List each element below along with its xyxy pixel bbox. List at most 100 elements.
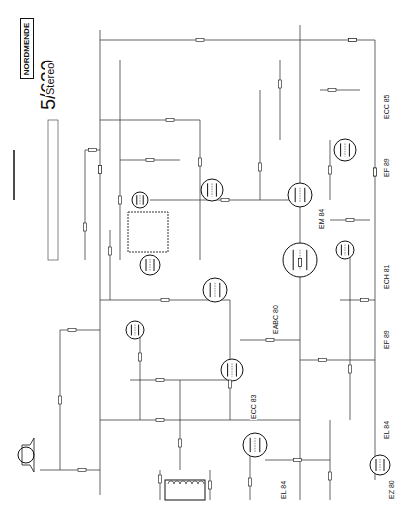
resistor-symbol: [249, 478, 252, 486]
wiring: [40, 25, 375, 500]
tube-electrode: [215, 283, 216, 297]
tube-electrode: [384, 459, 385, 471]
antenna-symbol: [13, 150, 15, 200]
tube-symbol: [288, 183, 312, 207]
coil-winding: [174, 481, 180, 484]
tube-label: EZ 80: [388, 479, 395, 500]
tube-electrode: [232, 363, 233, 376]
resistor-symbol: [99, 166, 102, 174]
resistor-symbol: [349, 39, 357, 42]
tube-symbol: [334, 139, 356, 161]
resistor-symbol: [99, 166, 102, 174]
tube-electrode: [138, 325, 139, 336]
resistor-symbol: [156, 379, 164, 382]
resistor-symbol: [349, 39, 357, 42]
tube-electrode: [380, 459, 381, 471]
wire: [375, 40, 376, 480]
resistor-symbol: [374, 168, 377, 176]
model-subtitle: Stereo: [45, 62, 56, 96]
speaker-symbol: [18, 447, 34, 463]
tube-electrode: [136, 195, 137, 205]
resistor-symbol: [361, 299, 369, 302]
wire: [60, 330, 100, 331]
wire: [140, 330, 141, 420]
tube-electrode: [304, 188, 305, 202]
tube-symbol: [201, 179, 223, 201]
brand-name: NORDMENDE: [23, 22, 31, 74]
switch-block: [128, 212, 168, 252]
tube-electrode: [146, 259, 147, 271]
coil-winding: [192, 481, 198, 484]
resistor-symbol: [166, 119, 174, 122]
wire: [300, 40, 375, 41]
wire: [260, 90, 261, 200]
wire: [280, 60, 281, 140]
tube-electrode: [341, 245, 342, 256]
resistor-symbol: [279, 80, 282, 88]
resistor-symbol: [374, 168, 377, 176]
tube-electrode: [306, 250, 307, 270]
tube-electrode: [255, 438, 256, 452]
tube-electrode: [154, 259, 155, 271]
tube-symbol: [126, 321, 144, 339]
tube-symbol: [243, 433, 267, 457]
mains-transformer: [165, 480, 205, 500]
wire: [330, 420, 331, 500]
wire: [100, 30, 101, 495]
tube-label: EABC 80: [272, 304, 279, 335]
wire: [330, 220, 370, 221]
wire: [350, 250, 351, 420]
coil-winding: [168, 481, 174, 484]
tube-label: EL 84: [383, 420, 390, 440]
passive-parts: [59, 39, 377, 490]
band-switch: [48, 120, 58, 260]
resistor-symbol: [299, 259, 302, 267]
resistor-symbol: [329, 166, 332, 174]
resistor-symbol: [229, 380, 232, 388]
coil-winding: [198, 481, 204, 484]
tube-symbol: [370, 455, 390, 475]
resistor-symbol: [346, 219, 354, 222]
resistor-symbol: [89, 149, 97, 152]
tube-electrode: [250, 438, 251, 452]
tube-label: ECH 81: [383, 263, 390, 290]
tube-electrode: [300, 250, 301, 270]
tube-electrode: [140, 195, 141, 205]
tube-electrode: [143, 195, 144, 205]
tube-electrode: [300, 188, 301, 202]
resistor-symbol: [139, 353, 142, 361]
tube-electrode: [340, 143, 341, 156]
resistor-symbol: [109, 247, 112, 255]
resistor-symbol: [209, 481, 212, 489]
resistor-symbol: [179, 439, 182, 447]
tube-electrode: [135, 325, 136, 336]
tube-electrode: [293, 250, 294, 270]
resistor-symbol: [266, 339, 274, 342]
tube-electrode: [150, 259, 151, 271]
tube-symbol: [221, 359, 243, 381]
resistor-symbol: [119, 196, 122, 204]
tube-symbol: [140, 255, 160, 275]
tube-label: EF 89: [383, 157, 390, 178]
speaker-symbol: [22, 438, 34, 472]
coil-winding: [186, 481, 192, 484]
tube-electrode: [345, 143, 346, 156]
wire: [200, 120, 201, 260]
tube-symbol: [132, 192, 148, 208]
tube-electrode: [227, 363, 228, 376]
resistor-symbol: [78, 469, 86, 472]
resistor-symbol: [156, 419, 164, 422]
tube-electrode: [207, 183, 208, 196]
wire: [320, 90, 360, 91]
resistor-symbol: [329, 472, 332, 480]
resistor-symbol: [68, 329, 76, 332]
resistor-symbol: [161, 299, 169, 302]
tube-label: ECC 83: [250, 393, 257, 420]
tube-symbol: [283, 243, 317, 277]
wire: [240, 340, 300, 341]
wire: [130, 380, 230, 381]
tube-label: EF 89: [383, 329, 390, 350]
tube-electrode: [210, 283, 211, 297]
wire: [300, 360, 375, 361]
